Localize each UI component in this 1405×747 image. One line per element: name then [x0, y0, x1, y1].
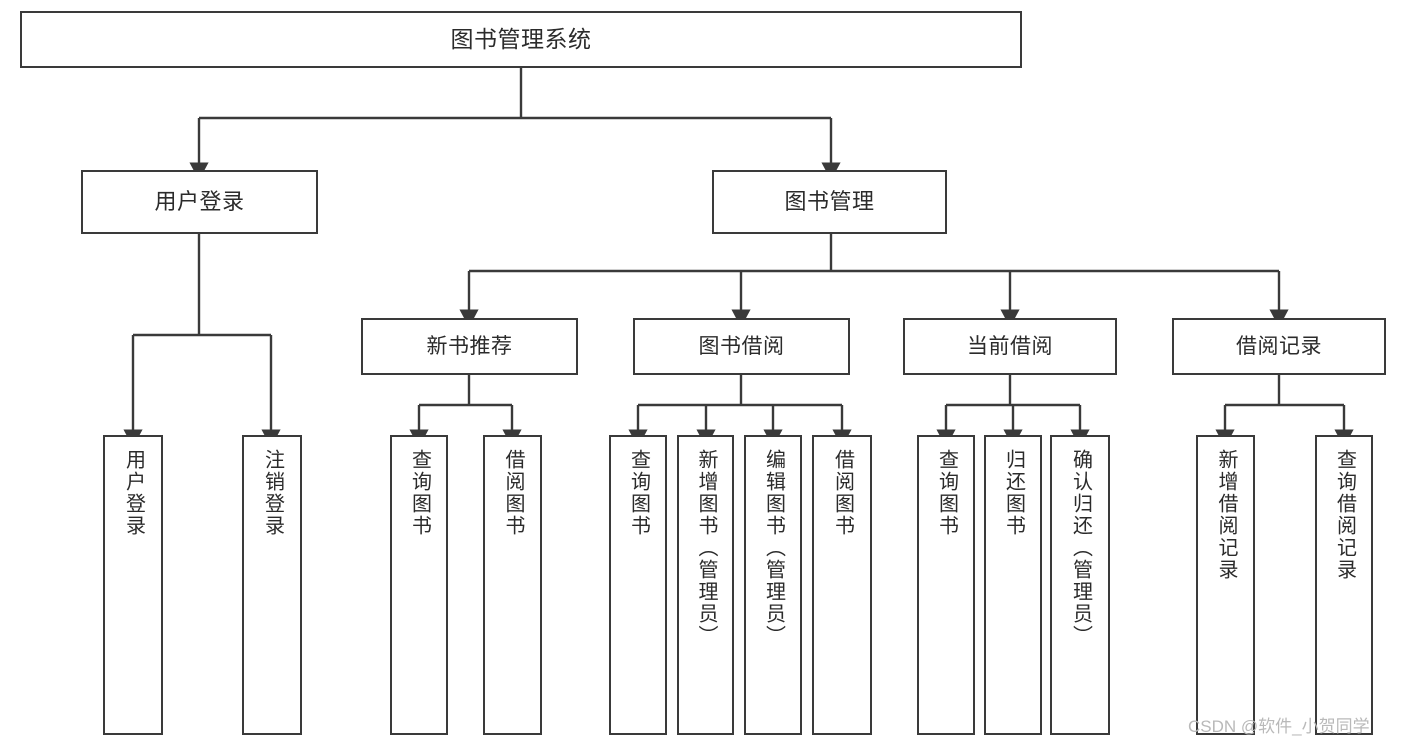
node-book-borrow[interactable]: 图书借阅: [633, 318, 850, 375]
node-book-manage-label: 图书管理: [784, 189, 875, 215]
leaf-user-login-signout-label: 注销登录: [261, 449, 284, 537]
leaf-book-borrow-borrow-label: 借阅图书: [831, 449, 854, 537]
leaf-book-borrow-query[interactable]: 查询图书: [609, 435, 667, 735]
watermark: CSDN @软件_小贺同学: [1188, 717, 1370, 736]
node-root[interactable]: 图书管理系统: [20, 11, 1022, 68]
leaf-book-borrow-borrow[interactable]: 借阅图书: [812, 435, 872, 735]
leaf-current-borrow-return[interactable]: 归还图书: [984, 435, 1042, 735]
node-book-borrow-label: 图书借阅: [698, 334, 785, 358]
node-user-login[interactable]: 用户登录: [81, 170, 318, 234]
leaf-new-book-borrow-label: 借阅图书: [502, 449, 524, 537]
leaf-book-borrow-edit-label: 编辑图书（管理员）: [762, 449, 785, 647]
leaf-current-borrow-confirm-label: 确认归还（管理员）: [1069, 449, 1092, 647]
node-book-manage[interactable]: 图书管理: [712, 170, 947, 234]
leaf-user-login-signin[interactable]: 用户登录: [103, 435, 163, 735]
leaf-book-borrow-edit[interactable]: 编辑图书（管理员）: [744, 435, 802, 735]
node-borrow-record[interactable]: 借阅记录: [1172, 318, 1386, 375]
leaf-user-login-signin-label: 用户登录: [122, 449, 145, 537]
leaf-new-book-query[interactable]: 查询图书: [390, 435, 448, 735]
node-borrow-record-label: 借阅记录: [1236, 334, 1322, 358]
leaf-new-book-borrow[interactable]: 借阅图书: [483, 435, 542, 735]
node-current-borrow[interactable]: 当前借阅: [903, 318, 1117, 375]
leaf-book-borrow-query-label: 查询图书: [627, 449, 650, 537]
node-new-book-recommend[interactable]: 新书推荐: [361, 318, 578, 375]
leaf-book-borrow-add-label: 新增图书（管理员）: [695, 449, 717, 647]
leaf-book-borrow-add[interactable]: 新增图书（管理员）: [677, 435, 734, 735]
node-new-book-recommend-label: 新书推荐: [426, 334, 513, 358]
leaf-borrow-record-query[interactable]: 查询借阅记录: [1315, 435, 1373, 735]
leaf-new-book-query-label: 查询图书: [408, 449, 431, 537]
leaf-borrow-record-query-label: 查询借阅记录: [1333, 449, 1356, 581]
leaf-current-borrow-confirm[interactable]: 确认归还（管理员）: [1050, 435, 1110, 735]
leaf-current-borrow-query-label: 查询图书: [935, 449, 958, 537]
node-root-label: 图书管理系统: [450, 26, 592, 53]
leaf-current-borrow-return-label: 归还图书: [1002, 449, 1025, 537]
leaf-borrow-record-add[interactable]: 新增借阅记录: [1196, 435, 1255, 735]
leaf-current-borrow-query[interactable]: 查询图书: [917, 435, 975, 735]
node-current-borrow-label: 当前借阅: [967, 334, 1053, 358]
leaf-user-login-signout[interactable]: 注销登录: [242, 435, 302, 735]
leaf-borrow-record-add-label: 新增借阅记录: [1215, 449, 1237, 581]
node-user-login-label: 用户登录: [154, 189, 245, 215]
